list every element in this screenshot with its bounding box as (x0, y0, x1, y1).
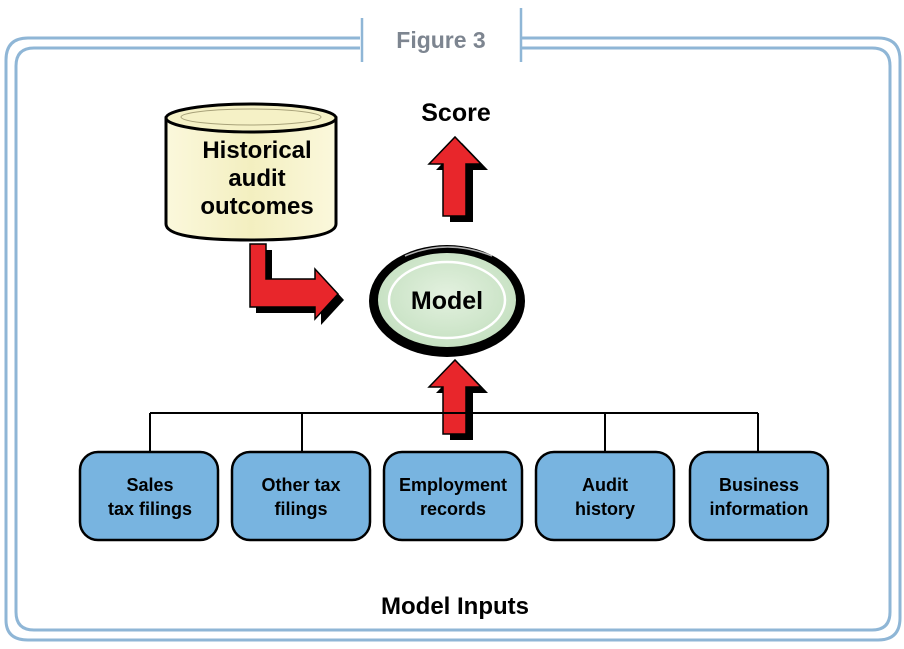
input-box-audit-history-line-1: Audit (582, 475, 628, 495)
database-label-line-1: Historical (202, 137, 311, 164)
model-label: Model (411, 287, 483, 315)
input-box-employment-line-1: Employment (399, 475, 507, 495)
inputs-to-model-arrow (427, 358, 488, 440)
input-box-employment-line-2: records (420, 499, 486, 519)
figure-frame (4, 36, 902, 642)
input-box-business-info-line-2: information (710, 499, 809, 519)
input-box-other-tax-line-2: filings (275, 499, 328, 519)
input-box-employment: Employment records (382, 450, 524, 542)
input-box-audit-history: Audit history (534, 450, 676, 542)
database-label-line-2: audit (228, 165, 285, 192)
figure-title: Figure 3 (396, 27, 485, 53)
title-brackets (360, 8, 523, 62)
input-box-sales: Sales tax filings (78, 450, 220, 542)
database-label-line-3: outcomes (200, 193, 313, 220)
model-inputs-label: Model Inputs (381, 593, 529, 620)
model-to-score-arrow (427, 135, 488, 222)
inputs-connector (149, 412, 759, 452)
input-box-other-tax-line-1: Other tax (261, 475, 340, 495)
historical-outcomes-database: Historical audit outcomes (164, 102, 338, 242)
model-node: Model (369, 245, 525, 357)
database-to-model-arrow (249, 243, 344, 325)
input-box-sales-line-1: Sales (126, 475, 173, 495)
input-box-other-tax: Other tax filings (230, 450, 372, 542)
input-box-business-info: Business information (688, 450, 830, 542)
input-box-business-info-line-1: Business (719, 475, 799, 495)
input-box-sales-line-2: tax filings (108, 499, 192, 519)
score-label: Score (421, 99, 491, 127)
input-box-audit-history-line-2: history (575, 499, 635, 519)
